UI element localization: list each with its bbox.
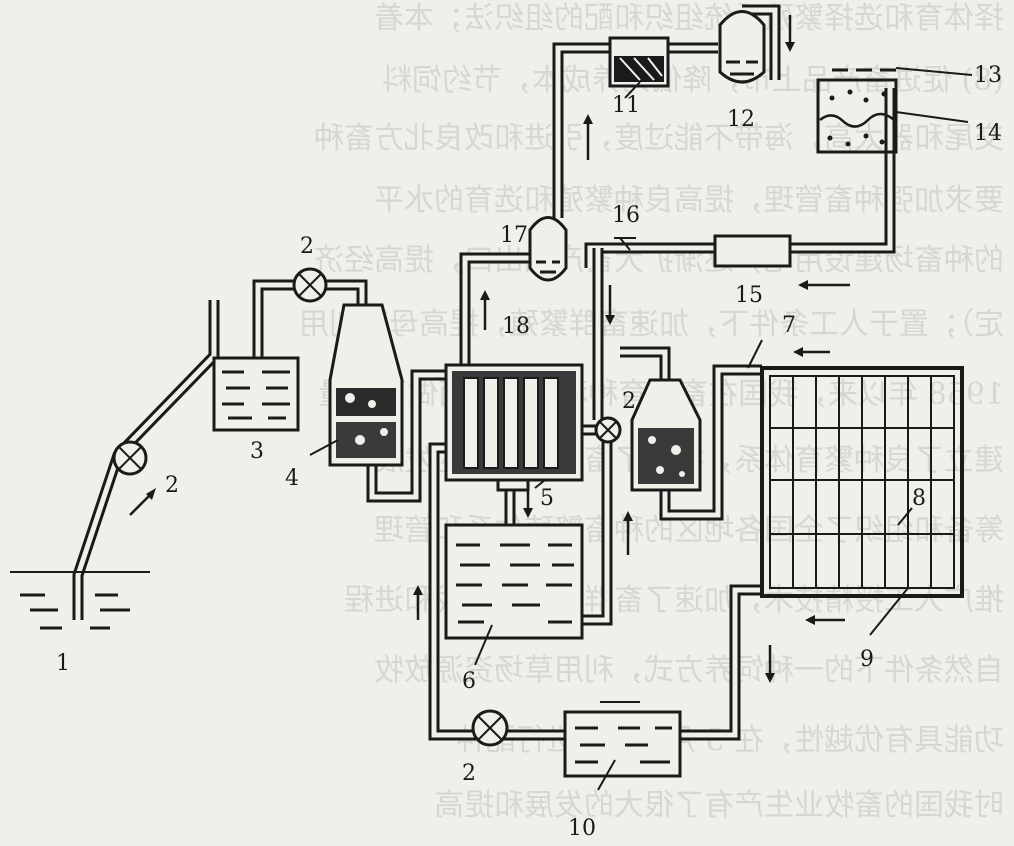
label-15: 15 <box>735 283 763 308</box>
unit-11 <box>608 36 670 88</box>
label-6: 6 <box>462 669 476 694</box>
label-9: 9 <box>860 647 874 672</box>
reactor-18 <box>444 363 584 492</box>
field-grid-8 <box>760 366 964 598</box>
separator-12 <box>718 10 766 84</box>
bed-13-14 <box>816 68 898 154</box>
label-4: 4 <box>285 466 299 491</box>
label-13: 13 <box>974 63 1002 88</box>
pump-2-bottom <box>471 709 509 747</box>
separator-17 <box>528 216 568 282</box>
label-7: 7 <box>782 313 796 338</box>
label-18: 18 <box>502 314 530 339</box>
heat-exchanger-15 <box>713 234 792 268</box>
label-5: 5 <box>540 486 554 511</box>
arrow-up-left-bottom <box>413 585 423 620</box>
arrow-down-12 <box>785 15 795 52</box>
label-1: 1 <box>56 651 70 676</box>
label-2: 2 <box>300 234 314 259</box>
label-16: 16 <box>612 203 640 228</box>
tank-6 <box>444 523 584 640</box>
bg-line: 交尾和器太高，海带不能过度，引进和改良北方畜种 <box>314 121 1004 156</box>
bg-line: 择体育和选择繁殖系统组织和配的组织法；本着 <box>374 1 1004 36</box>
bg-line: (8) 促进畜产品上市，降低饲养成本，节约饲料 <box>382 63 1004 98</box>
pump-2-left <box>112 440 148 476</box>
number-labels: 1 2 2 2 2 3 4 5 6 7 8 9 10 11 12 13 14 1… <box>56 63 1002 841</box>
source-water-1 <box>10 571 150 630</box>
arrow-left-7 <box>793 347 830 357</box>
label-12: 12 <box>727 107 755 132</box>
arrow-down-10 <box>765 645 775 683</box>
label-2: 2 <box>165 473 179 498</box>
label-8: 8 <box>912 486 926 511</box>
bg-line: 要求加强种畜管理，提高良种繁殖和选育的水平 <box>374 183 1004 218</box>
tank-3 <box>212 356 300 432</box>
filter-right <box>630 378 702 492</box>
label-10: 10 <box>568 816 596 841</box>
bg-line: 自然条件下的一种饲养方式，利用草场资源放牧 <box>374 653 1004 688</box>
label-2: 2 <box>462 761 476 786</box>
label-17: 17 <box>500 223 528 248</box>
flow-arrows <box>129 15 850 683</box>
bg-line: 时我国的畜牧业生产有了很大的发展和提高 <box>434 788 1004 823</box>
pump-2-top <box>292 267 328 303</box>
label-14: 14 <box>974 121 1002 146</box>
arrow-down-5 <box>523 488 533 518</box>
filter-4 <box>328 303 404 467</box>
label-11: 11 <box>612 93 640 118</box>
tank-10 <box>563 701 682 778</box>
pump-2-mid <box>594 416 622 444</box>
arrow-left-15 <box>798 280 850 290</box>
valve-16 <box>614 237 636 251</box>
label-2: 2 <box>622 389 636 414</box>
arrow-up-right-filter <box>623 511 633 555</box>
arrow-up-left-pipe <box>129 488 156 516</box>
label-3: 3 <box>250 439 264 464</box>
arrow-down-16 <box>605 285 615 325</box>
bg-line: 定）；置于人工条件下，加速畜群繁殖，提高母畜利用 <box>299 307 1004 342</box>
arrow-up-18 <box>480 290 490 330</box>
arrow-left-9 <box>805 615 845 625</box>
arrow-up-11 <box>583 114 593 160</box>
leader-lines <box>309 67 973 791</box>
